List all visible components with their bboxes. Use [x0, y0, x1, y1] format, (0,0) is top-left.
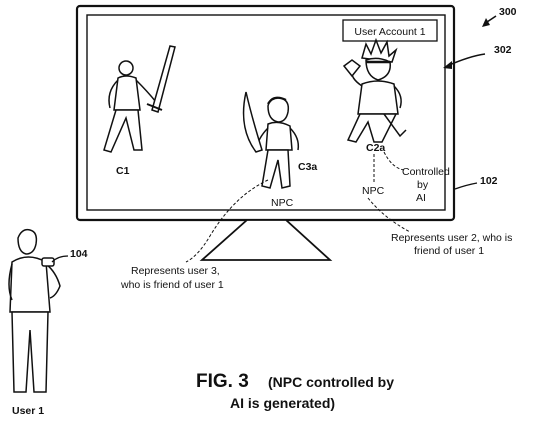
controlled-line-1: Controlled — [402, 166, 450, 178]
character-c3a-label: C3a — [298, 161, 317, 173]
user2-leader-line — [367, 197, 411, 233]
ref-104-label: 104 — [70, 248, 88, 260]
character-c1-label: C1 — [116, 165, 130, 177]
controlled-line-2: by — [417, 179, 429, 191]
controlled-line-3: AI — [416, 192, 426, 204]
ref-300-label: 300 — [499, 6, 517, 18]
npc-right-label: NPC — [362, 185, 385, 197]
reference-300: 300 — [482, 6, 517, 27]
caption-line-2: AI is generated) — [230, 395, 335, 411]
monitor-stand — [199, 219, 333, 261]
reference-104: 104 — [51, 248, 88, 263]
npc-left-label: NPC — [271, 197, 294, 209]
user3-line-2: who is friend of user 1 — [120, 279, 224, 291]
character-c2a-label: C2a — [366, 142, 385, 154]
user3-line-1: Represents user 3, — [131, 265, 220, 277]
user2-line-2: friend of user 1 — [414, 245, 484, 257]
user2-line-1: Represents user 2, who is — [391, 232, 512, 244]
user2-note: Represents user 2, who is friend of user… — [391, 232, 512, 257]
reference-302: 302 — [443, 44, 512, 69]
character-c3a-figure — [242, 91, 300, 189]
user-account-badge: User Account 1 — [342, 19, 438, 42]
ref-102-label: 102 — [480, 175, 498, 187]
user3-leader-line — [185, 179, 269, 263]
character-c2a-figure — [342, 37, 407, 143]
figure-caption: FIG. 3 (NPC controlled by AI is generate… — [196, 371, 394, 411]
character-c1-figure — [103, 45, 176, 153]
user-1-figure — [8, 228, 61, 393]
caption-line-1: (NPC controlled by — [268, 374, 394, 390]
user-1-label: User 1 — [12, 405, 44, 417]
figure-number: FIG. 3 — [196, 371, 249, 392]
user3-note: Represents user 3, who is friend of user… — [120, 265, 224, 291]
controlled-by-ai-note: Controlled by AI — [383, 151, 450, 204]
user-account-label: User Account 1 — [354, 26, 425, 38]
reference-102: 102 — [454, 175, 498, 190]
ref-302-label: 302 — [494, 44, 512, 56]
